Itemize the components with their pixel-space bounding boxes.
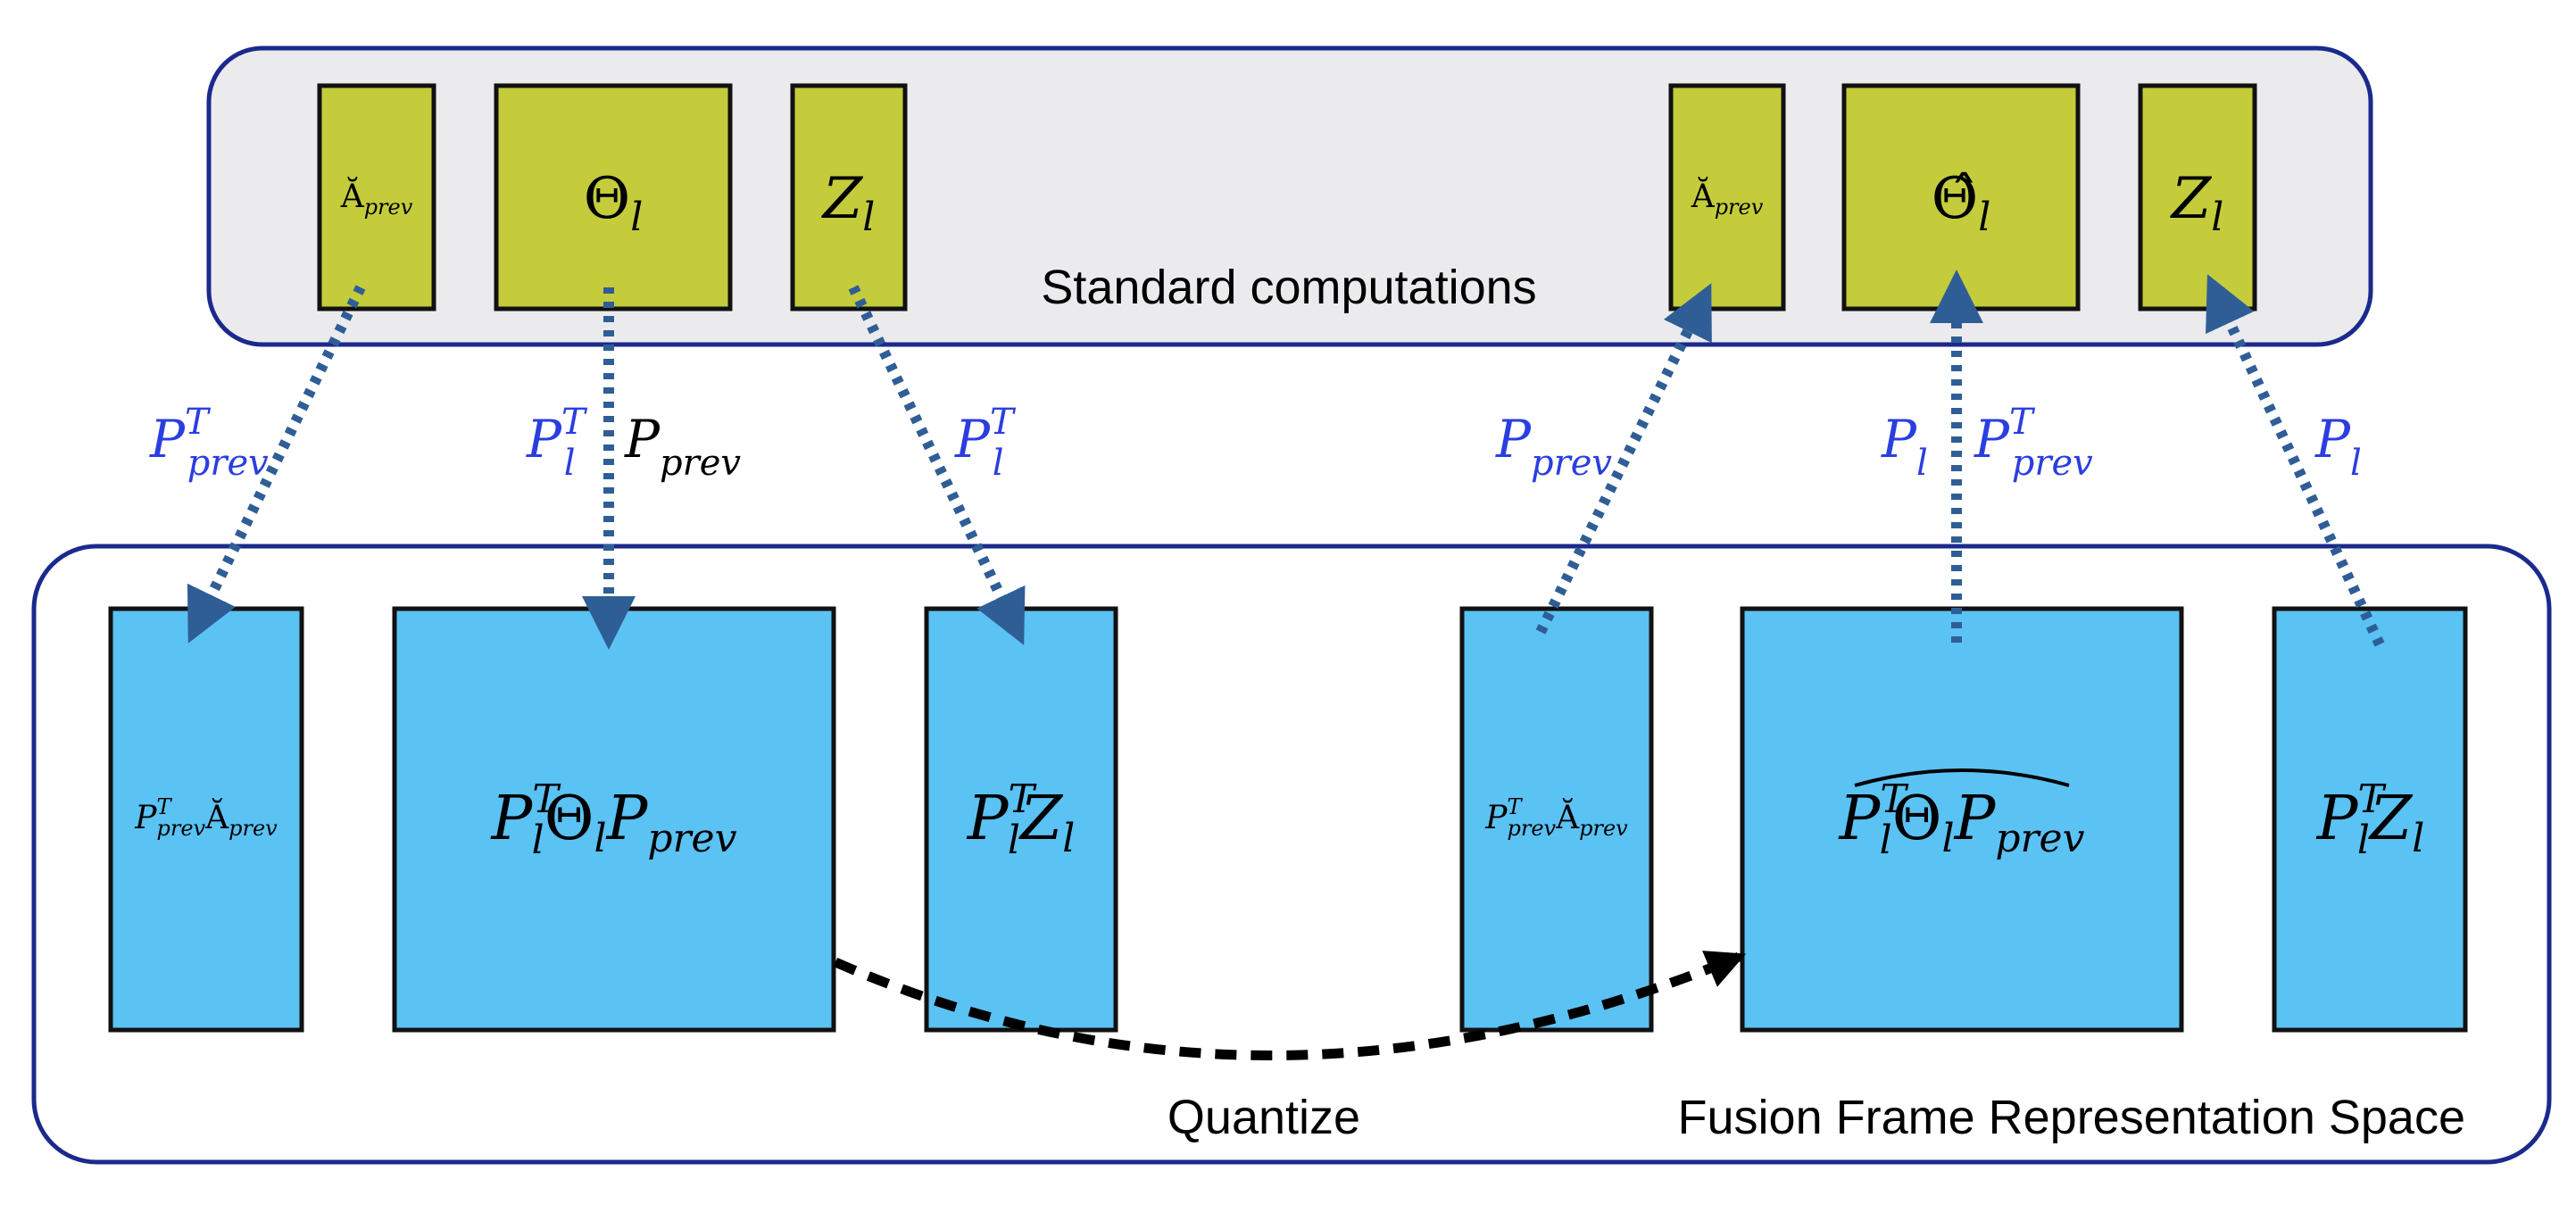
arrow-4-label: Pprev [1495,409,1612,484]
top-box-6 [2138,83,2257,311]
arrow-6-label: Pl [2314,409,2362,484]
top-box-2 [494,83,733,311]
arrow-4 [1535,283,1712,635]
bottom-box-6 [2272,606,2468,1033]
arrow-5-label: Pl [1881,409,1928,484]
arrow-6 [2206,274,2385,647]
top-box-3 [790,83,908,311]
top-panel [206,46,2373,347]
bottom-panel-label: Fusion Frame Representation Space [1678,1091,2465,1144]
quantize-label: Quantize [1168,1091,1360,1144]
arrow-2b-label: Pprev [624,409,741,484]
bottom-box-1 [108,606,304,1033]
top-box-3-label: Zl [821,166,876,240]
top-box-4 [1668,83,1786,311]
top-box-2-label: Θl [584,166,644,240]
bottom-box-4 [1459,606,1654,1033]
top-panel-label: Standard computations [1041,261,1536,314]
top-box-4-label: Ăprev [1691,178,1764,220]
top-box-5-label: Θ̂l [1932,166,1991,240]
top-box-1 [317,83,436,311]
top-box-1-label: Ăprev [340,178,413,220]
bottom-box-2 [392,606,836,1033]
top-box-6-label: Zl [2170,166,2224,240]
bottom-box-5 [1740,606,2184,1033]
wide-hat [1854,768,2070,787]
